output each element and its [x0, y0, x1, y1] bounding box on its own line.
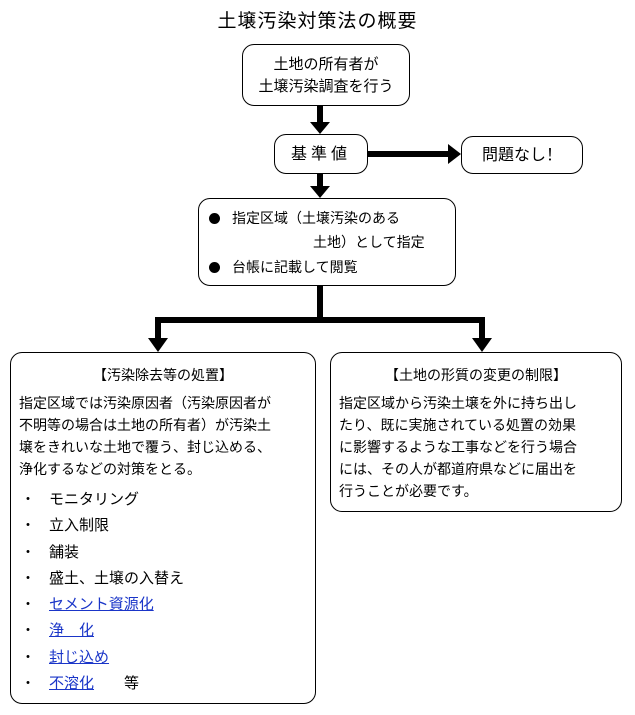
arrowhead-right-box — [472, 338, 492, 352]
land-alteration-paragraph: 指定区域から汚染土壌を外に持ち出し たり、既に実施されている処置の効果 に影響す… — [339, 393, 615, 503]
land-alteration-paragraph-line: たり、既に実施されている処置の効果 — [339, 418, 577, 434]
link-purification[interactable]: 浄 化 — [49, 621, 95, 640]
list-item: ・セメント資源化 — [21, 595, 154, 614]
page-title: 土壌汚染対策法の概要 — [217, 10, 418, 32]
bullet-icon — [209, 213, 220, 224]
remediation-paragraph-line: 壌をきれいな土地で覆う、封じ込める、 — [19, 440, 271, 456]
remediation-paragraph-line: 浄化するなどの対策をとる。 — [19, 462, 201, 478]
start-box-line1: 土地の所有者が — [273, 55, 379, 73]
remediation-measures-list: ・モニタリング ・立入制限 ・舗装 ・盛土、土壌の入替え ・セメント資源化 ・浄… — [21, 486, 184, 696]
list-item: ・不溶化等 — [21, 674, 140, 693]
remediation-box: 【汚染除去等の処置】 指定区域では汚染原因者（汚染原因者が 不明等の場合は土地の… — [10, 352, 316, 704]
arrowhead-left-box — [148, 338, 168, 352]
land-alteration-box: 【土地の形質の変更の制限】 指定区域から汚染土壌を外に持ち出し たり、既に実施さ… — [330, 352, 622, 512]
arrowhead-no-problem — [448, 144, 461, 164]
list-item: ・舗装 — [21, 542, 80, 561]
land-alteration-paragraph-line: 指定区域から汚染土壌を外に持ち出し — [339, 396, 577, 412]
link-cement-recycling[interactable]: セメント資源化 — [49, 595, 154, 614]
list-item: ・立入制限 — [21, 516, 110, 535]
link-insolubilization[interactable]: 不溶化 — [49, 674, 95, 693]
remediation-paragraph-line: 不明等の場合は土地の所有者）が汚染土 — [19, 418, 271, 434]
remediation-paragraph: 指定区域では汚染原因者（汚染原因者が 不明等の場合は土地の所有者）が汚染土 壌を… — [19, 393, 309, 481]
start-box-line2: 土壌汚染調査を行う — [258, 77, 394, 95]
list-item: ・浄 化 — [21, 621, 95, 640]
decision-box: 基準値 — [274, 134, 368, 174]
bullet-icon — [209, 262, 220, 273]
designation-item-1: 指定区域（土壌汚染のある — [209, 208, 400, 228]
remediation-heading: 【汚染除去等の処置】 — [93, 368, 233, 384]
land-alteration-paragraph-line: 行うことが必要です。 — [339, 484, 478, 500]
arrowhead-designation — [310, 186, 330, 198]
designation-item-1-cont: 土地）として指定 — [313, 235, 425, 251]
list-item: ・封じ込め — [21, 647, 110, 666]
arrowhead-decision — [310, 122, 330, 134]
list-item: ・モニタリング — [21, 490, 140, 508]
land-alteration-heading: 【土地の形質の変更の制限】 — [385, 368, 567, 384]
link-containment[interactable]: 封じ込め — [49, 647, 110, 666]
land-alteration-paragraph-line: には、その人が都道府県などに届出を — [339, 462, 577, 478]
designation-box: 指定区域（土壌汚染のある 土地）として指定 台帳に記載して閲覧 — [198, 198, 456, 286]
start-box: 土地の所有者が 土壌汚染調査を行う — [242, 44, 410, 106]
list-item: ・盛土、土壌の入替え — [21, 568, 185, 587]
land-alteration-paragraph-line: に影響するような工事などを行う場合 — [339, 440, 577, 456]
no-problem-box: 問題なし！ — [461, 136, 583, 174]
etc-suffix: 等 — [124, 674, 140, 693]
designation-item-2: 台帳に記載して閲覧 — [209, 257, 358, 277]
remediation-paragraph-line: 指定区域では汚染原因者（汚染原因者が — [19, 396, 271, 412]
